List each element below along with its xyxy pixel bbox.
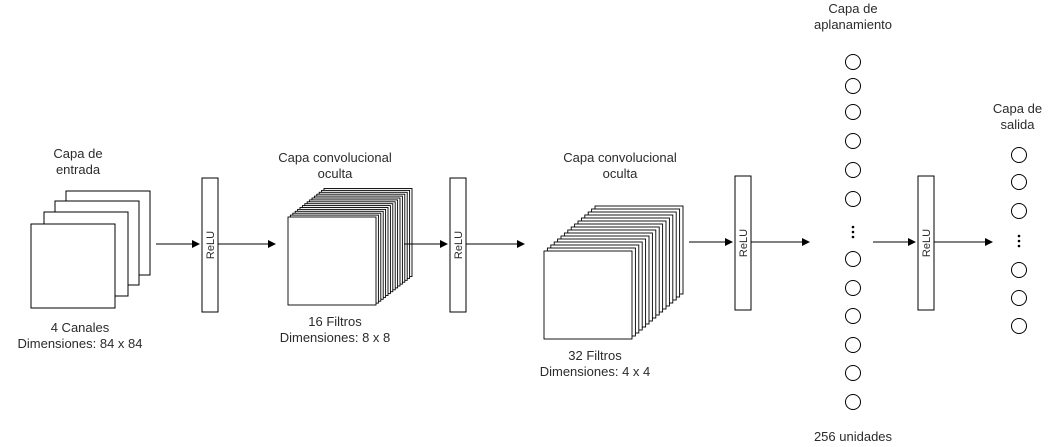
input-layer-title: Capa de entrada	[33, 146, 123, 178]
flatten-neuron-1	[845, 54, 861, 70]
conv2-caption: 32 Filtros Dimensiones: 4 x 4	[515, 348, 675, 380]
input-layer-caption: 4 Canales Dimensiones: 84 x 84	[0, 320, 160, 352]
flatten-title-line-2: aplanamiento	[813, 17, 893, 32]
conv1-caption-line-2: Dimensiones: 8 x 8	[279, 330, 391, 345]
relu-box-2: ReLU	[449, 177, 467, 313]
flatten-neuron-5	[845, 162, 861, 178]
output-layer-title-line-1: Capa de	[992, 101, 1043, 116]
input-channel-stack	[30, 190, 151, 309]
flatten-neuron-9	[845, 308, 861, 324]
conv2-caption-line-2: Dimensiones: 4 x 4	[539, 364, 651, 379]
flatten-neuron-11	[845, 365, 861, 381]
output-layer-title: Capa de salida	[979, 101, 1056, 133]
conv1-filter-1	[287, 216, 377, 306]
flatten-caption: 256 unidades	[813, 429, 893, 444]
input-layer-title-line-2: entrada	[55, 162, 101, 177]
relu-label-2: ReLU	[453, 231, 465, 259]
output-ellipsis	[1017, 234, 1021, 248]
input-layer-caption-line-2: Dimensiones: 84 x 84	[17, 336, 143, 351]
output-neuron-4	[1011, 262, 1027, 278]
conv1-caption: 16 Filtros Dimensiones: 8 x 8	[255, 314, 415, 346]
flatten-neuron-column	[845, 54, 861, 410]
output-neuron-2	[1011, 174, 1027, 190]
conv2-filter-stack	[543, 205, 684, 340]
output-neuron-column	[1011, 147, 1027, 334]
conv2-title-line-2: oculta	[602, 166, 638, 181]
output-neuron-6	[1011, 318, 1027, 334]
relu-box-3: ReLU	[734, 175, 752, 311]
conv2-title-line-1: Capa convolucional	[563, 150, 677, 165]
flatten-neuron-12	[845, 394, 861, 410]
conv1-title-line-1: Capa convolucional	[278, 150, 392, 165]
conv1-title: Capa convolucional oculta	[255, 150, 415, 182]
input-layer-title-line-1: Capa de	[53, 146, 103, 161]
flatten-title-line-1: Capa de	[828, 1, 878, 16]
flatten-neuron-7	[845, 251, 861, 267]
conv2-caption-line-1: 32 Filtros	[568, 348, 622, 363]
conv2-title: Capa convolucional oculta	[540, 150, 700, 182]
input-channel-1	[30, 223, 116, 309]
conv1-caption-line-1: 16 Filtros	[308, 314, 362, 329]
flatten-neuron-3	[845, 104, 861, 120]
relu-box-1: ReLU	[201, 177, 219, 313]
output-neuron-1	[1011, 147, 1027, 163]
flatten-neuron-4	[845, 133, 861, 149]
conv2-filter-1	[543, 250, 633, 340]
flatten-ellipsis	[851, 225, 855, 239]
conv1-filter-stack	[287, 188, 413, 306]
relu-label-1: ReLU	[205, 231, 217, 259]
flatten-title: Capa de aplanamiento	[793, 1, 913, 33]
relu-box-4: ReLU	[917, 175, 935, 311]
flatten-neuron-2	[845, 78, 861, 94]
input-layer-caption-line-1: 4 Canales	[50, 320, 110, 335]
output-neuron-5	[1011, 290, 1027, 306]
flatten-neuron-6	[845, 191, 861, 207]
relu-label-3: ReLU	[738, 229, 750, 257]
conv1-title-line-2: oculta	[317, 166, 353, 181]
flatten-neuron-10	[845, 337, 861, 353]
output-layer-title-line-2: salida	[1000, 117, 1035, 132]
flatten-neuron-8	[845, 280, 861, 296]
relu-label-4: ReLU	[921, 229, 933, 257]
output-neuron-3	[1011, 203, 1027, 219]
